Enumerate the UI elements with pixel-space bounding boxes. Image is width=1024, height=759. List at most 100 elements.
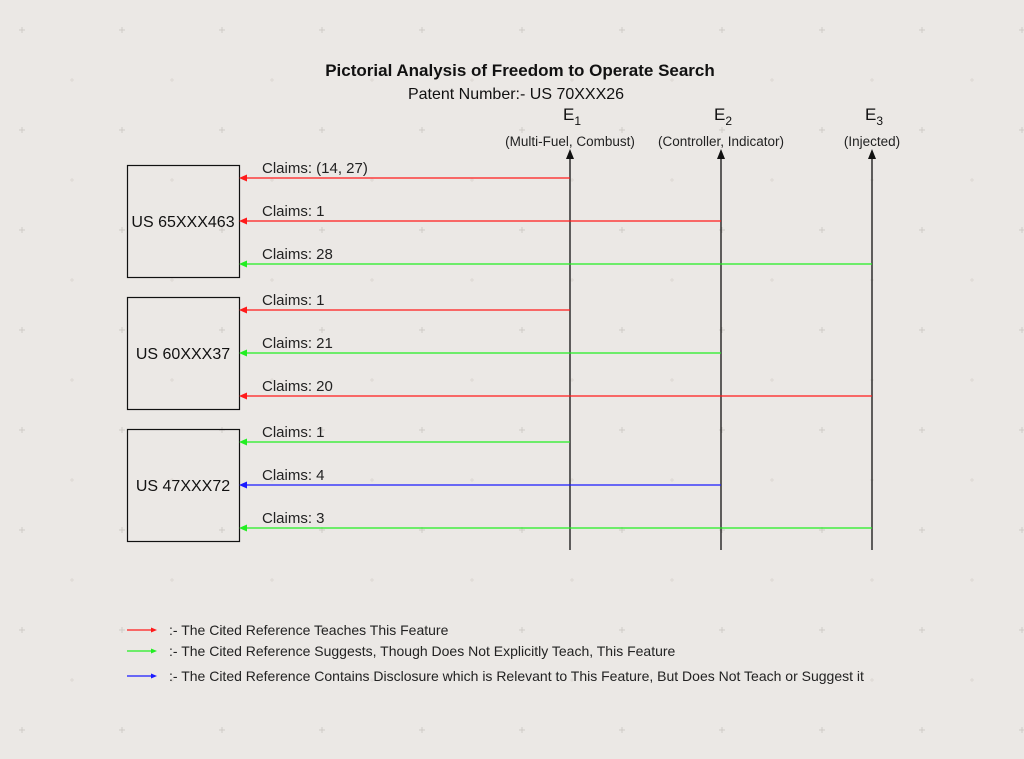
grid-mark [970, 78, 974, 82]
grid-mark [470, 178, 474, 182]
grid-mark [719, 327, 725, 333]
grid-mark [270, 278, 274, 282]
grid-mark [19, 127, 25, 133]
grid-mark [19, 27, 25, 33]
grid-mark [19, 627, 25, 633]
grid-mark [219, 327, 225, 333]
grid-mark [419, 427, 425, 433]
grid-mark [419, 327, 425, 333]
grid-mark [270, 178, 274, 182]
grid-mark [1019, 227, 1024, 233]
grid-mark [819, 727, 825, 733]
grid-mark [670, 178, 674, 182]
grid-mark [670, 378, 674, 382]
grid-mark [170, 578, 174, 582]
arrow-left-icon [239, 260, 247, 268]
grid-mark [570, 678, 574, 682]
grid-mark [919, 727, 925, 733]
claim-label: Claims: 20 [262, 378, 333, 395]
grid-mark [1019, 727, 1024, 733]
grid-mark [170, 78, 174, 82]
grid-mark [919, 27, 925, 33]
grid-mark [719, 227, 725, 233]
grid-mark [670, 678, 674, 682]
grid-mark [770, 278, 774, 282]
claim-label: Claims: 1 [262, 424, 325, 441]
grid-mark [719, 727, 725, 733]
grid-mark [870, 78, 874, 82]
legend-text: :- The Cited Reference Contains Disclosu… [169, 668, 864, 684]
grid-mark [170, 278, 174, 282]
grid-mark [470, 378, 474, 382]
grid-mark [70, 478, 74, 482]
grid-mark [119, 727, 125, 733]
grid-mark [519, 227, 525, 233]
grid-mark [519, 127, 525, 133]
element-description: (Multi-Fuel, Combust) [505, 134, 635, 149]
grid-mark [570, 578, 574, 582]
grid-mark [419, 27, 425, 33]
grid-mark [1019, 127, 1024, 133]
grid-mark [419, 127, 425, 133]
grid-mark [119, 627, 125, 633]
grid-mark [770, 678, 774, 682]
grid-mark [919, 127, 925, 133]
grid-mark [119, 227, 125, 233]
grid-mark [1019, 327, 1024, 333]
grid-mark [570, 278, 574, 282]
grid-mark [370, 378, 374, 382]
grid-mark [319, 227, 325, 233]
grid-mark [570, 178, 574, 182]
grid-mark [819, 627, 825, 633]
legend-text: :- The Cited Reference Teaches This Feat… [169, 622, 449, 638]
grid-mark [170, 378, 174, 382]
grid-mark [19, 227, 25, 233]
grid-mark [70, 178, 74, 182]
reference-name: US 60XXX37 [136, 346, 230, 363]
grid-mark [519, 727, 525, 733]
arrow-up-icon [717, 149, 725, 159]
grid-mark [519, 427, 525, 433]
grid-mark [319, 127, 325, 133]
reference-name: US 47XXX72 [136, 478, 230, 495]
green-arrow-icon [127, 648, 157, 654]
arrow-left-icon [239, 349, 247, 357]
grid-mark [219, 127, 225, 133]
element-description: (Controller, Indicator) [658, 134, 784, 149]
grid-mark [419, 727, 425, 733]
grid-mark [770, 578, 774, 582]
grid-mark [370, 178, 374, 182]
grid-mark [970, 678, 974, 682]
grid-mark [519, 627, 525, 633]
claim-label: Claims: 3 [262, 510, 325, 527]
grid-mark [19, 327, 25, 333]
grid-mark [70, 378, 74, 382]
grid-mark [619, 227, 625, 233]
legend-item-teaches: :- The Cited Reference Teaches This Feat… [127, 622, 448, 638]
grid-mark [170, 478, 174, 482]
grid-mark [370, 678, 374, 682]
grid-mark [319, 727, 325, 733]
claim-label: Claims: 1 [262, 292, 325, 309]
grid-mark [219, 727, 225, 733]
grid-mark [770, 78, 774, 82]
element-label: E1 [563, 105, 581, 128]
grid-mark [119, 527, 125, 533]
grid-mark [270, 578, 274, 582]
grid-mark [119, 27, 125, 33]
grid-mark [670, 478, 674, 482]
grid-mark [770, 378, 774, 382]
grid-mark [470, 278, 474, 282]
grid-mark [719, 127, 725, 133]
grid-mark [1019, 427, 1024, 433]
grid-mark [19, 727, 25, 733]
grid-mark [619, 327, 625, 333]
grid-mark [619, 727, 625, 733]
grid-mark [119, 327, 125, 333]
grid-mark [70, 578, 74, 582]
grid-mark [870, 678, 874, 682]
legend-item-suggests: :- The Cited Reference Suggests, Though … [127, 643, 675, 659]
grid-mark [570, 478, 574, 482]
grid-mark [319, 427, 325, 433]
